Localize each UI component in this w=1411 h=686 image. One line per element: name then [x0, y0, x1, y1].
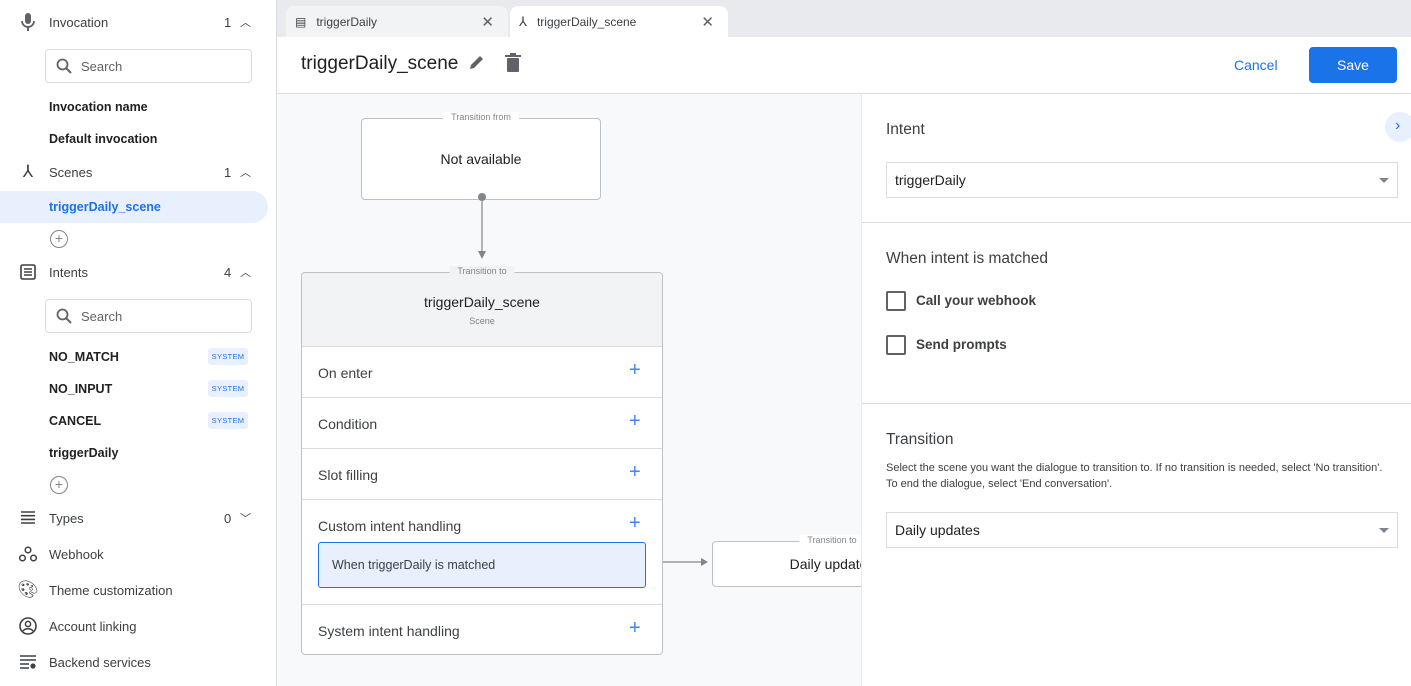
sidebar: Invocation 1 ︿ Search Invocation name De…	[0, 0, 277, 686]
types-list-icon	[18, 508, 38, 528]
custom-intent-handling-row[interactable]: Custom intent handling+ When triggerDail…	[302, 499, 662, 604]
system-intent-handling-row[interactable]: System intent handling+	[302, 604, 662, 655]
add-plus-icon[interactable]: +	[629, 617, 641, 639]
dropdown-arrow-icon	[1379, 528, 1389, 533]
intent-list-icon	[18, 262, 38, 282]
scene-name: triggerDaily_scene	[424, 294, 540, 310]
chevron-up-icon[interactable]: ︿	[240, 17, 251, 29]
intent-handler-item[interactable]: When triggerDaily is matched	[318, 542, 646, 588]
sidebar-item-webhook[interactable]: Webhook	[0, 539, 276, 569]
add-plus-icon[interactable]: +	[629, 359, 641, 381]
save-button[interactable]: Save	[1309, 47, 1397, 83]
search-icon	[56, 308, 72, 324]
account-circle-icon	[18, 616, 38, 636]
chevron-up-icon[interactable]: ︿	[240, 267, 251, 279]
chevron-down-icon[interactable]: ﹀	[240, 513, 251, 525]
sidebar-section-intents[interactable]: Intents 4 ︿	[0, 257, 276, 287]
divider	[862, 403, 1411, 404]
close-tab-icon[interactable]: ✕	[701, 13, 714, 31]
intent-icon: ▤	[295, 14, 307, 29]
palette-icon: 🎨︎	[17, 580, 39, 599]
sidebar-section-invocation[interactable]: Invocation 1 ︿	[0, 7, 276, 37]
divider	[862, 222, 1411, 223]
system-badge: SYSTEM	[208, 412, 248, 429]
sidebar-item-invocation-name[interactable]: Invocation name	[49, 100, 148, 114]
page-header: triggerDaily_scene Cancel Save	[277, 37, 1411, 94]
call-webhook-checkbox[interactable]	[886, 291, 906, 311]
dropdown-arrow-icon	[1379, 178, 1389, 183]
sidebar-section-types[interactable]: Types 0 ﹀	[0, 503, 276, 533]
chevron-up-icon[interactable]: ︿	[240, 167, 251, 179]
scene-merge-icon: ⅄	[22, 162, 34, 181]
sidebar-item-intent[interactable]: triggerDaily	[49, 446, 119, 460]
sidebar-section-scenes[interactable]: ⅄ Scenes 1 ︿	[0, 157, 276, 187]
intent-select[interactable]: triggerDaily	[886, 162, 1398, 198]
close-tab-icon[interactable]: ✕	[481, 13, 494, 31]
intent-details-panel: › Intent triggerDaily When intent is mat…	[861, 94, 1411, 686]
sidebar-item-theme[interactable]: 🎨︎ Theme customization	[17, 580, 173, 599]
sidebar-item-intent[interactable]: NO_INPUT	[49, 382, 113, 396]
on-enter-row[interactable]: On enter+	[302, 346, 662, 397]
arrow-head	[478, 251, 486, 259]
tab-triggerdaily-scene[interactable]: ⅄ triggerDaily_scene ✕	[510, 6, 728, 37]
add-plus-icon[interactable]: +	[629, 512, 641, 534]
send-prompts-checkbox[interactable]	[886, 335, 906, 355]
webhook-icon	[18, 544, 38, 564]
sidebar-item-triggerdaily-scene[interactable]: triggerDaily_scene	[0, 191, 268, 223]
intent-title: Intent	[886, 121, 925, 138]
add-intent-button[interactable]: +	[50, 476, 68, 494]
collapse-panel-chevron-icon[interactable]: ›	[1385, 112, 1411, 142]
transition-description: Select the scene you want the dialogue t…	[886, 462, 1383, 490]
backend-settings-icon	[18, 652, 38, 672]
add-plus-icon[interactable]: +	[629, 410, 641, 432]
search-icon	[56, 58, 72, 74]
sidebar-item-intent[interactable]: CANCEL	[49, 414, 102, 428]
transition-select[interactable]: Daily updates	[886, 512, 1398, 548]
slot-filling-row[interactable]: Slot filling+	[302, 448, 662, 499]
delete-trash-icon[interactable]	[505, 53, 521, 77]
scene-box-header: Transition to triggerDaily_scene Scene	[302, 266, 662, 346]
sidebar-item-intent[interactable]: NO_MATCH	[49, 350, 119, 364]
sidebar-item-account-linking[interactable]: Account linking	[0, 611, 276, 641]
arrow-head	[701, 558, 708, 566]
cancel-button[interactable]: Cancel	[1234, 57, 1278, 73]
scene-icon: ⅄	[519, 13, 527, 29]
microphone-icon	[18, 12, 38, 32]
add-plus-icon[interactable]: +	[629, 461, 641, 483]
tab-triggerdaily[interactable]: ▤ triggerDaily ✕	[286, 6, 508, 37]
when-matched-title: When intent is matched	[886, 250, 1048, 267]
sidebar-item-backend-services[interactable]: Backend services	[0, 647, 276, 677]
condition-row[interactable]: Condition+	[302, 397, 662, 448]
add-scene-button[interactable]: +	[50, 230, 68, 248]
invocation-search-input[interactable]: Search	[45, 49, 252, 83]
transition-target-box[interactable]: Transition to Daily updates	[712, 535, 861, 587]
edit-pencil-icon[interactable]	[468, 53, 486, 76]
page-title: triggerDaily_scene	[301, 53, 459, 74]
scene-canvas: Transition from Not available Transition…	[277, 94, 861, 686]
transition-title: Transition	[886, 431, 954, 448]
system-badge: SYSTEM	[208, 380, 248, 397]
system-badge: SYSTEM	[208, 348, 248, 365]
scene-box: Transition to triggerDaily_scene Scene O…	[301, 266, 663, 655]
transition-from-box: Transition from Not available	[361, 112, 601, 200]
intents-search-input[interactable]: Search	[45, 299, 252, 333]
tab-bar: ▤ triggerDaily ✕ ⅄ triggerDaily_scene ✕	[277, 0, 1411, 37]
sidebar-item-default-invocation[interactable]: Default invocation	[49, 132, 158, 146]
